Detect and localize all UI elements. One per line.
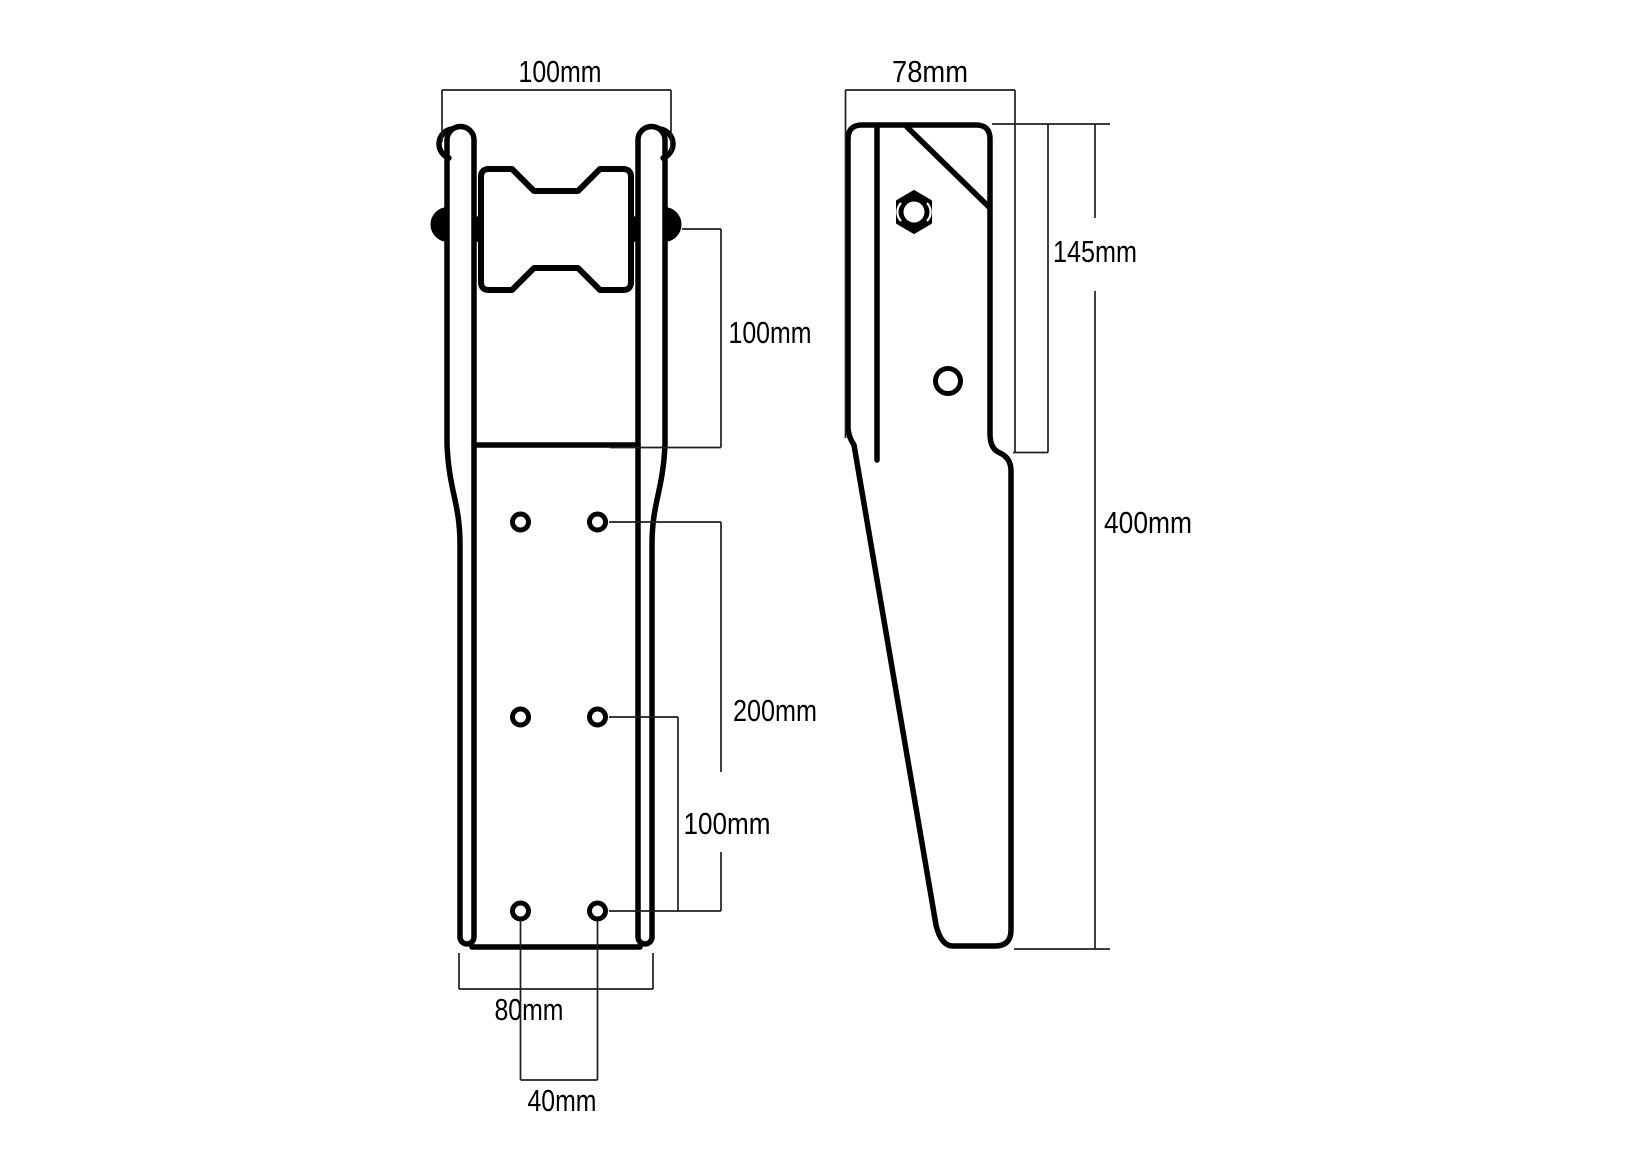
dim-label-base-width: 80mm xyxy=(495,992,564,1027)
front-left-top-lobe xyxy=(436,126,455,161)
dim-roller-to-plate: 100mm xyxy=(610,228,812,449)
dim-base-width: 80mm xyxy=(458,953,654,1027)
side-gusset-diagonal xyxy=(904,124,992,210)
front-left-arm xyxy=(444,123,477,947)
axle-bolt-right xyxy=(663,207,682,242)
side-view xyxy=(845,122,1014,949)
dim-hole-span-vertical: 200mm xyxy=(609,521,817,912)
dim-label-roller-to-plate: 100mm xyxy=(729,315,812,350)
side-outline xyxy=(845,122,1014,949)
bolt-hole-row1-left xyxy=(510,511,531,533)
dim-overall-height: 400mm xyxy=(1014,124,1192,950)
dim-hole-pitch-vertical: 100mm xyxy=(609,716,771,911)
dim-front-top-width: 100mm xyxy=(441,54,672,152)
dim-label-overall-height: 400mm xyxy=(1104,505,1192,540)
dim-side-depth: 78mm xyxy=(844,54,1016,453)
bolt-hole-row1-right xyxy=(587,511,608,533)
dim-label-side-depth: 78mm xyxy=(892,54,968,89)
bolt-hole-row3-right xyxy=(587,900,608,922)
dim-upper-section-height: 145mm xyxy=(992,123,1137,454)
front-view xyxy=(430,123,682,950)
side-hole xyxy=(933,366,963,396)
dim-label-upper-section-height: 145mm xyxy=(1053,234,1137,269)
bow-roller xyxy=(478,166,634,293)
hex-bolt-chamfer-left xyxy=(896,202,902,222)
bolt-hole-row3-left xyxy=(510,900,531,922)
dim-label-hole-span-vertical: 200mm xyxy=(733,693,817,728)
dimensions: 100mm 100mm 200mm 100mm 80mm xyxy=(441,54,1192,1118)
dim-label-hole-pitch-horizontal: 40mm xyxy=(528,1083,597,1118)
dim-label-hole-pitch-vertical: 100mm xyxy=(684,806,771,841)
front-right-arm xyxy=(635,123,668,947)
bolt-hole-row2-right xyxy=(587,706,608,728)
bolt-hole-row2-left xyxy=(510,706,531,728)
hex-bolt-bore xyxy=(903,201,925,223)
dim-hole-pitch-horizontal: 40mm xyxy=(519,920,599,1118)
dim-label-front-top-width: 100mm xyxy=(519,54,602,89)
front-right-top-lobe xyxy=(657,126,676,161)
axle-bolt-left xyxy=(430,207,449,242)
hex-bolt-chamfer-right xyxy=(926,202,932,222)
